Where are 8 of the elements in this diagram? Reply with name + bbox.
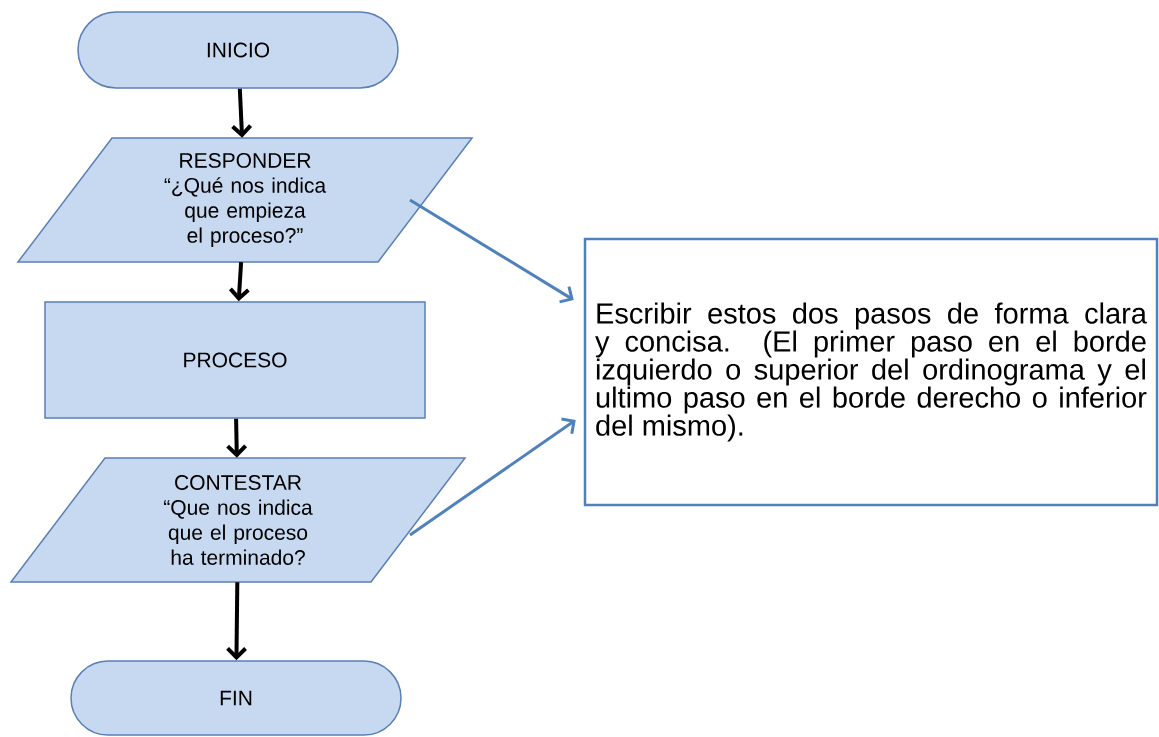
arrow [231,88,253,138]
arrow [226,582,247,661]
arrow [228,262,250,302]
arrow [409,198,574,304]
arrow [226,418,248,458]
arrow [409,417,576,537]
process-box: PROCESO [44,301,426,419]
note-box: Escribir estos dos pasos de forma clara y concisa. (El primer paso en el borde izquierdo o superior del ordinograma y el ultimo paso en el borde derecho o inferior del mismo). [583,237,1159,507]
